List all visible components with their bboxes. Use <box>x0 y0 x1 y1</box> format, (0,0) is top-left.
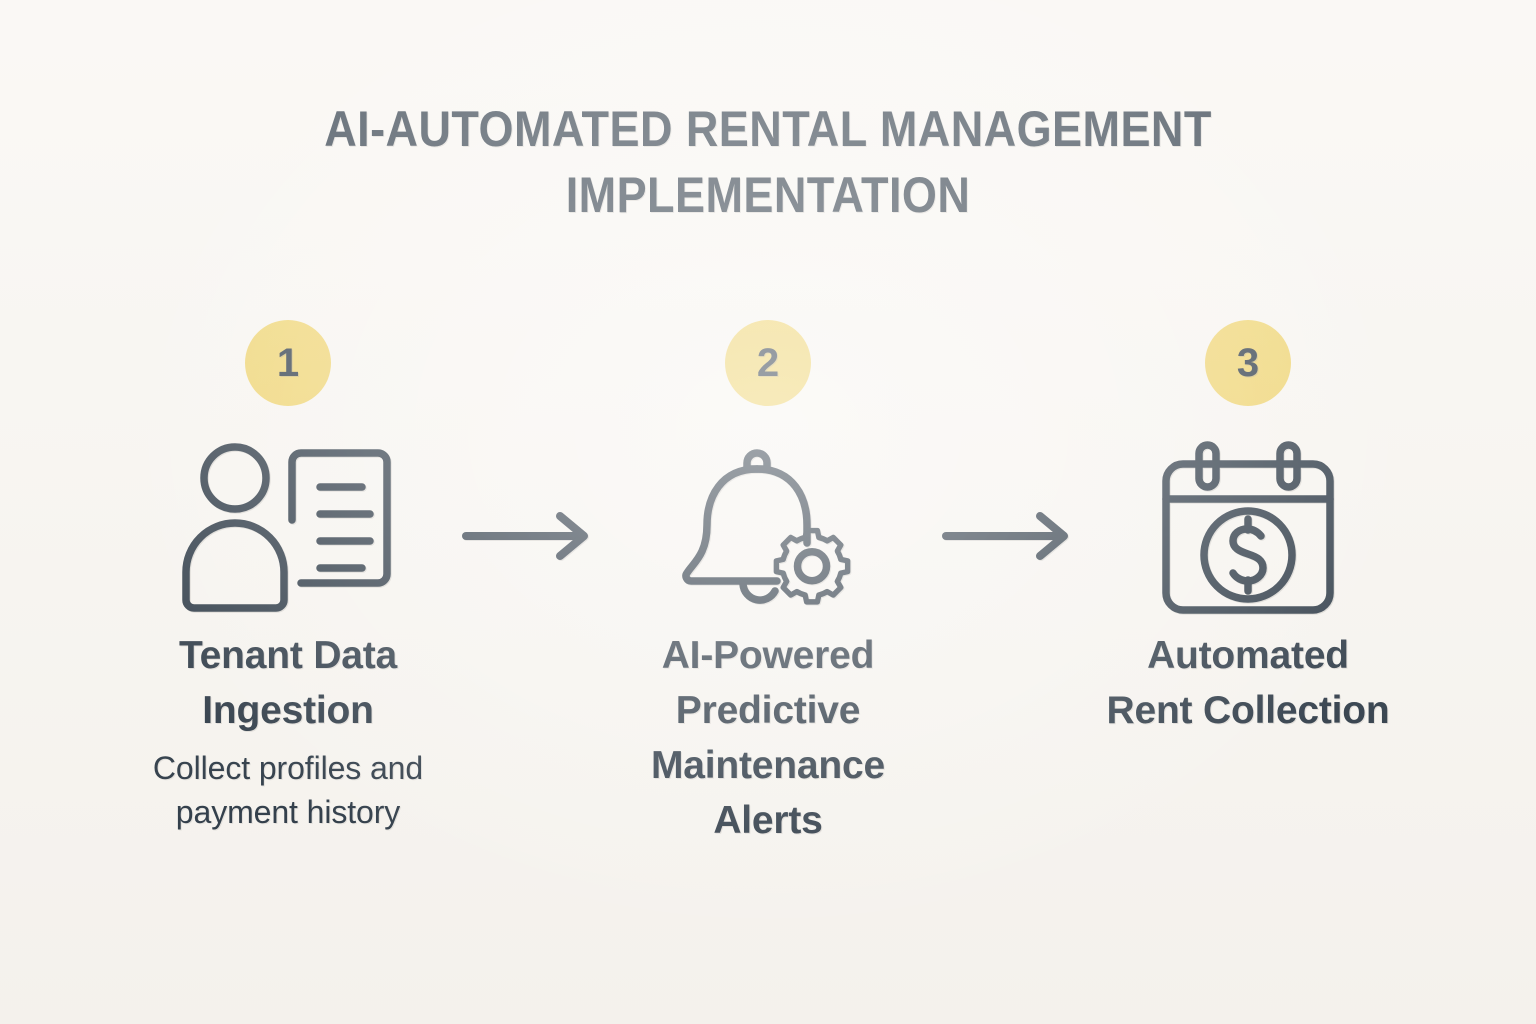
arrow-right-icon <box>438 320 618 562</box>
step-3-title: Automated Rent Collection <box>1106 634 1390 732</box>
page-title: AI-AUTOMATED RENTAL MANAGEMENT IMPLEMENT… <box>77 96 1459 228</box>
page-title-line-2: IMPLEMENTATION <box>565 167 971 223</box>
step-1-description: Collect profiles and payment history <box>152 750 424 830</box>
person-with-document-icon <box>180 428 396 628</box>
step-3: 3 Automated <box>1098 320 1398 746</box>
step-3-number: 3 <box>1236 341 1260 385</box>
step-2-number: 2 <box>756 341 780 385</box>
step-2: 2 AI-Powered Predic <box>618 320 918 856</box>
step-2-title: AI-Powered Predictive Maintenance Alerts <box>650 634 886 842</box>
step-1-number: 1 <box>276 341 300 385</box>
step-1-title: Tenant Data Ingestion <box>178 634 398 732</box>
step-2-number-badge: 2 <box>725 320 811 406</box>
step-1-number-badge: 1 <box>245 320 331 406</box>
calendar-with-dollar-icon <box>1160 428 1336 628</box>
process-steps: 1 Tenant Data Ingestion Coll <box>0 320 1536 856</box>
page-title-line-1: AI-AUTOMATED RENTAL MANAGEMENT <box>324 101 1212 157</box>
arrow-right-icon <box>918 320 1098 562</box>
step-1: 1 Tenant Data Ingestion Coll <box>138 320 438 834</box>
step-3-number-badge: 3 <box>1205 320 1291 406</box>
bell-with-gear-icon <box>673 428 863 628</box>
